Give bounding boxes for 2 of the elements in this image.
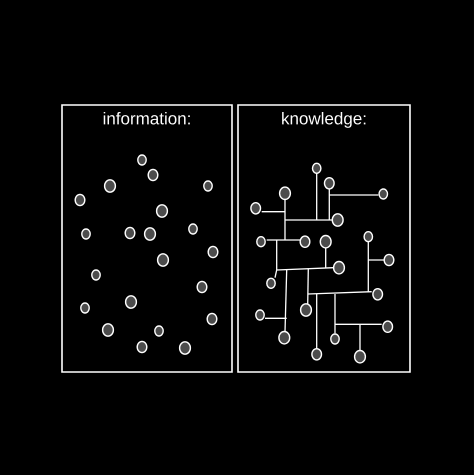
- panel: knowledge:: [237, 104, 411, 373]
- panel: information:: [61, 104, 233, 373]
